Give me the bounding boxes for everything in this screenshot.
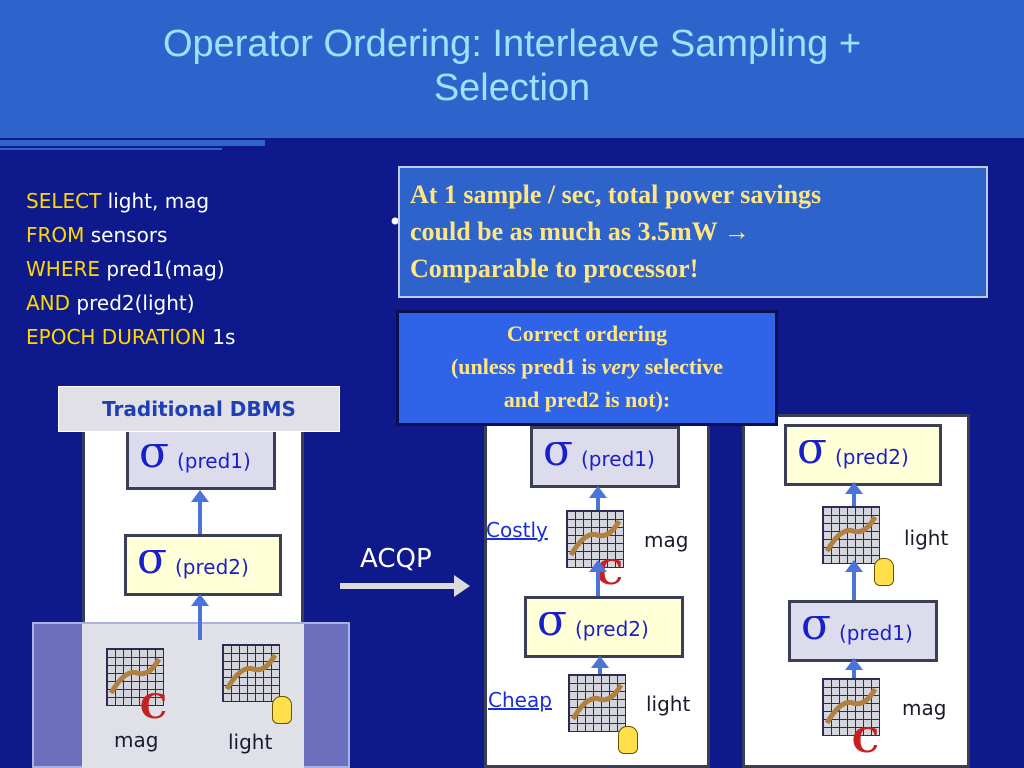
- costly-link[interactable]: Costly: [486, 518, 548, 542]
- title-line-2: Selection: [433, 67, 591, 109]
- and-value: pred2(light): [76, 291, 195, 315]
- light-sensor-label: light: [646, 692, 691, 716]
- light-sensor-label: light: [228, 730, 273, 754]
- query-epoch-line: EPOCH DURATION 1s: [26, 320, 235, 354]
- epoch-keyword: EPOCH DURATION: [26, 325, 206, 349]
- sql-query: SELECT light, mag FROM sensors WHERE pre…: [26, 184, 235, 354]
- predicate-label: (pred2): [575, 617, 649, 641]
- note-line-3: Comparable to processor!: [410, 254, 699, 283]
- sensor-grid-icon: [106, 648, 164, 706]
- bulb-icon: [618, 726, 638, 754]
- mag-sensor-label: mag: [902, 696, 947, 720]
- flow-arrow: [191, 490, 209, 534]
- light-sensor-label: light: [904, 526, 949, 550]
- predicate-label: (pred1): [177, 449, 251, 473]
- title-line-1: Operator Ordering: Interleave Sampling +: [162, 23, 862, 65]
- traditional-dbms-label: Traditional DBMS: [58, 386, 340, 432]
- sigma-symbol: σ: [139, 427, 170, 478]
- power-savings-note: At 1 sample / sec, total power savings c…: [398, 166, 988, 298]
- where-value: pred1(mag): [106, 257, 225, 281]
- callout-line-3: and pred2 is not):: [503, 387, 671, 412]
- right-selection-pred1: σ (pred1): [788, 599, 938, 662]
- where-keyword: WHERE: [26, 257, 100, 281]
- note-line-2: could be as much as 3.5mW →: [410, 213, 976, 250]
- left-selection-pred2: σ (pred2): [124, 533, 282, 596]
- mag-sensor-label: mag: [644, 528, 689, 552]
- callout-line-2-pre: (unless pred1 is: [450, 354, 602, 379]
- title-bar: [0, 0, 1024, 138]
- title-underline-thin: [0, 148, 222, 150]
- callout-line-2: (unless pred1 is very selective: [399, 350, 775, 383]
- bulb-icon: [874, 558, 894, 586]
- sigma-symbol: σ: [537, 595, 568, 646]
- mid-selection-pred2: σ (pred2): [524, 595, 684, 658]
- query-from-line: FROM sensors: [26, 218, 235, 252]
- from-value: sensors: [90, 223, 168, 247]
- and-keyword: AND: [26, 291, 71, 315]
- query-select-line: SELECT light, mag: [26, 184, 235, 218]
- right-arrow-icon: →: [723, 217, 750, 246]
- acqp-arrow: [340, 575, 470, 597]
- query-and-line: AND pred2(light): [26, 286, 235, 320]
- select-value: light, mag: [107, 189, 210, 213]
- callout-line-1: Correct ordering: [506, 321, 668, 346]
- sigma-symbol: σ: [801, 599, 832, 650]
- predicate-label: (pred2): [175, 555, 249, 579]
- callout-line-2-post: selective: [639, 354, 724, 379]
- sigma-symbol: σ: [137, 533, 168, 584]
- flow-arrow: [191, 594, 209, 640]
- sensor-grid-icon: [822, 506, 880, 564]
- query-where-line: WHERE pred1(mag): [26, 252, 235, 286]
- magnet-icon: C: [852, 721, 880, 761]
- sensor-grid-icon: [822, 678, 880, 736]
- predicate-label: (pred2): [835, 445, 909, 469]
- magnet-icon: C: [140, 687, 168, 727]
- flow-arrow: [589, 560, 607, 596]
- callout-emphasis: very: [601, 354, 640, 379]
- select-keyword: SELECT: [26, 189, 102, 213]
- bulb-icon: [272, 696, 292, 724]
- left-selection-pred1: σ (pred1): [126, 427, 276, 490]
- acqp-label: ACQP: [360, 544, 432, 574]
- slide-title: Operator Ordering: Interleave Sampling +…: [0, 22, 1024, 110]
- sigma-symbol: σ: [797, 423, 828, 474]
- note-line-2-text: could be as much as 3.5mW: [410, 217, 718, 246]
- correct-ordering-callout: Correct ordering (unless pred1 is very s…: [396, 310, 778, 426]
- note-line-1: At 1 sample / sec, total power savings: [410, 180, 822, 209]
- flow-arrow: [845, 560, 863, 600]
- sigma-symbol: σ: [543, 425, 574, 476]
- epoch-value: 1s: [212, 325, 236, 349]
- title-underline-thick: [0, 140, 265, 146]
- predicate-label: (pred1): [581, 447, 655, 471]
- sensor-grid-icon: [222, 644, 280, 702]
- from-keyword: FROM: [26, 223, 85, 247]
- cheap-link[interactable]: Cheap: [488, 688, 552, 712]
- mid-selection-pred1: σ (pred1): [530, 425, 680, 488]
- sensor-grid-icon: [568, 674, 626, 732]
- predicate-label: (pred1): [839, 621, 913, 645]
- right-selection-pred2: σ (pred2): [784, 423, 942, 486]
- mag-sensor-label: mag: [114, 728, 159, 752]
